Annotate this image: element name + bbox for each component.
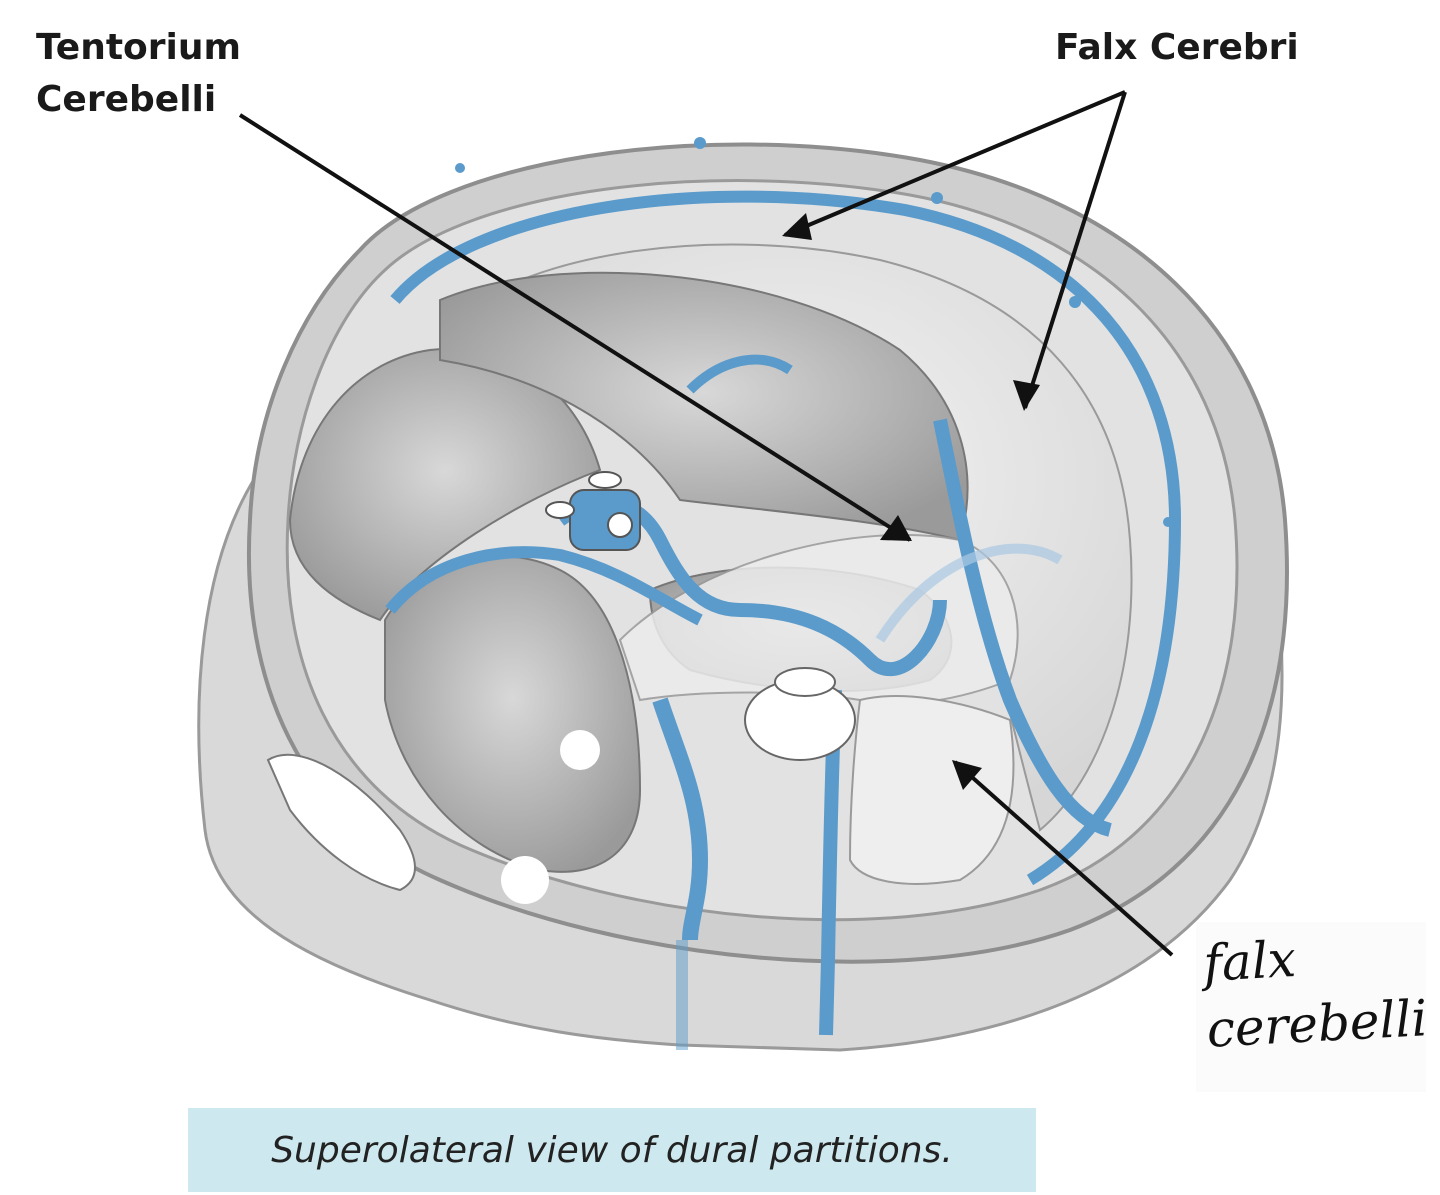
arrowhead-falx-cerebri-1	[782, 213, 812, 240]
arrow-falx-cerebri-1	[784, 90, 1126, 237]
superior-sagittal-sinus	[390, 190, 1182, 886]
foramen-small-1	[560, 730, 600, 770]
arrow-falx-cerebri-2	[1023, 91, 1127, 409]
sigmoid-sinus	[652, 697, 709, 941]
arrowhead-tentorium	[880, 515, 912, 541]
label-falx-cerebelli-handwritten: falx cerebelli	[1201, 930, 1429, 1059]
arrow-falx-cerebelli	[953, 760, 1174, 957]
inferior-sagittal-sinus	[686, 354, 793, 394]
label-falx-cerebri: Falx Cerebri	[1055, 27, 1299, 68]
handwriting-paper	[1196, 922, 1426, 1092]
clinoid-process-2	[588, 471, 622, 489]
label-tentorium-cerebelli: Tentorium Cerebelli	[36, 27, 241, 120]
caption-background	[188, 1108, 1036, 1192]
vertebral-arc-ghost	[875, 543, 1063, 643]
pituitary-fossa	[607, 512, 633, 538]
anterior-cranial-fossa	[288, 347, 602, 622]
figure-caption: Superolateral view of dural partitions.	[271, 1129, 953, 1171]
straight-sinus	[933, 418, 1113, 837]
transverse-sinus	[385, 546, 703, 626]
caption-box: Superolateral view of dural partitions.	[188, 1108, 1036, 1192]
arrowhead-falx-cerebelli	[952, 760, 982, 790]
maxilla-teeth	[266, 753, 416, 892]
clinoid-process	[545, 501, 575, 519]
foramen-small-2	[501, 856, 549, 904]
jugular-foramen	[774, 667, 836, 697]
pointer-arrows	[238, 90, 1174, 957]
arrowhead-falx-cerebri-2	[1013, 380, 1040, 411]
arrow-tentorium	[238, 113, 912, 542]
falx-cerebelli-sheet	[848, 695, 1015, 885]
